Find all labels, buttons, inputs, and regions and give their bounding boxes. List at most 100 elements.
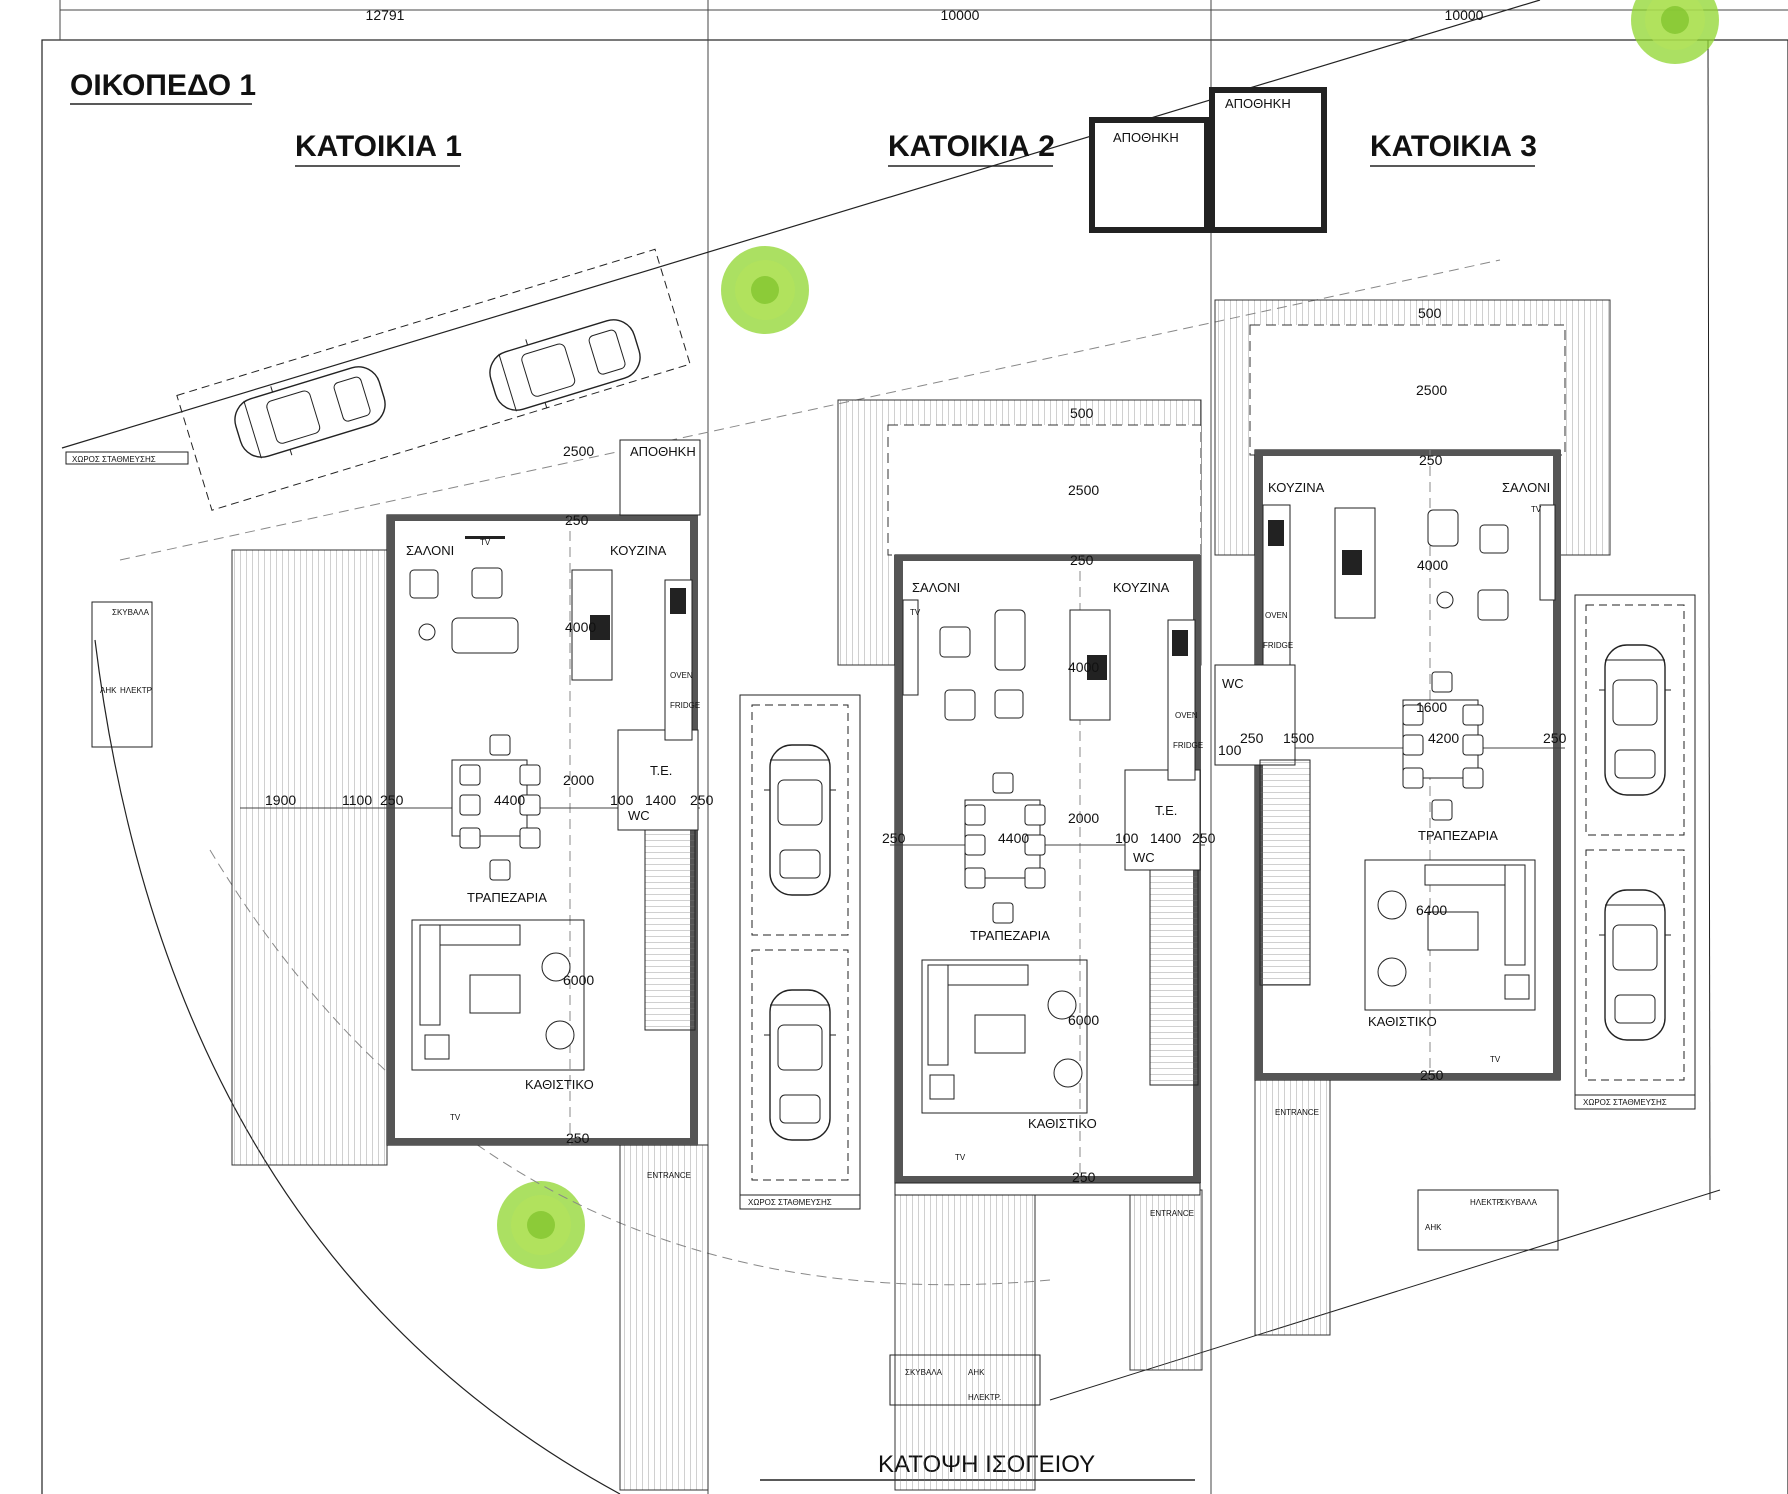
- dim-label: 1600: [1416, 699, 1447, 715]
- storage-label: ΑΠΟΘΗΚΗ: [1113, 130, 1179, 145]
- dim-label: 250: [1070, 552, 1094, 568]
- room-label: FRIDGE: [670, 701, 700, 710]
- utility-label: ΗΛΕΚΤΡ.: [968, 1393, 1001, 1402]
- dim-label: 2500: [563, 443, 594, 459]
- storage-label: ΑΠΟΘΗΚΗ: [1225, 96, 1291, 111]
- room-label: WC: [1133, 850, 1155, 865]
- tv-label: TV: [1490, 1055, 1501, 1064]
- dim-label: 250: [1419, 452, 1443, 468]
- dim-label: 6000: [1068, 1012, 1099, 1028]
- room-label: ΚΑΘΙΣΤΙΚΟ: [1368, 1014, 1437, 1029]
- room-label: ΤΡΑΠΕΖΑΡΙΑ: [467, 890, 547, 905]
- dim-label: 1400: [1150, 830, 1181, 846]
- dim-top-2: 10000: [941, 7, 980, 23]
- utility-label: ΣΚΥΒΑΛΑ: [1500, 1198, 1538, 1207]
- house-2-title: ΚΑΤΟΙΚΙΑ 2: [888, 130, 1055, 163]
- utility-label: ΑΗΚ: [100, 686, 117, 695]
- dim-label: 4400: [998, 830, 1029, 846]
- dim-label: 2500: [1416, 382, 1447, 398]
- dim-label: 4200: [1428, 730, 1459, 746]
- car-icon: [763, 744, 837, 896]
- room-label: WC: [1222, 676, 1244, 691]
- tree-icon: [497, 1181, 585, 1269]
- utility-label: ΣΚΥΒΑΛΑ: [905, 1368, 943, 1377]
- house-3-title: ΚΑΤΟΙΚΙΑ 3: [1370, 130, 1537, 163]
- room-label: ΚΟΥΖΙΝΑ: [1113, 580, 1170, 595]
- room-label: ENTRANCE: [647, 1171, 691, 1180]
- dim-label: 4400: [494, 792, 525, 808]
- dim-top-1: 12791: [366, 7, 405, 23]
- room-label: ENTRANCE: [1275, 1108, 1319, 1117]
- dim-label: 250: [565, 512, 589, 528]
- car-icon: [1598, 889, 1672, 1041]
- dim-label: 100: [1115, 830, 1139, 846]
- dim-label: 100: [1218, 742, 1242, 758]
- utility-label: ΗΛΕΚΤΡ.: [120, 686, 153, 695]
- parking-label: ΧΩΡΟΣ ΣΤΑΘΜΕΥΣΗΣ: [1583, 1098, 1667, 1107]
- dim-label: 250: [882, 830, 906, 846]
- room-label: OVEN: [1265, 611, 1288, 620]
- room-label: ΚΟΥΖΙΝΑ: [1268, 480, 1325, 495]
- dim-label: 250: [690, 792, 714, 808]
- parking-label: ΧΩΡΟΣ ΣΤΑΘΜΕΥΣΗΣ: [748, 1198, 832, 1207]
- room-label: OVEN: [670, 671, 693, 680]
- tv-label: TV: [480, 538, 491, 547]
- dim-label: 1500: [1283, 730, 1314, 746]
- room-label: ΣΑΛΟΝΙ: [406, 543, 454, 558]
- parking-label: ΧΩΡΟΣ ΣΤΑΘΜΕΥΣΗΣ: [72, 455, 156, 464]
- dim-label: 2500: [1068, 482, 1099, 498]
- room-label: ΤΡΑΠΕΖΑΡΙΑ: [970, 928, 1050, 943]
- dim-label: 4000: [1417, 557, 1448, 573]
- dim-label: 6000: [563, 972, 594, 988]
- room-label: ΑΠΟΘΗΚΗ: [630, 444, 696, 459]
- utility-label: ΑΗΚ: [968, 1368, 985, 1377]
- dim-label: 1900: [265, 792, 296, 808]
- dim-label: 250: [1240, 730, 1264, 746]
- room-label: ENTRANCE: [1150, 1209, 1194, 1218]
- dim-top-3: 10000: [1445, 7, 1484, 23]
- utility-label: ΗΛΕΚΤΡ.: [1470, 1198, 1503, 1207]
- room-label: WC: [628, 808, 650, 823]
- dim-label: 4000: [1068, 659, 1099, 675]
- dim-label: 250: [1192, 830, 1216, 846]
- dim-label: 250: [1543, 730, 1567, 746]
- dim-label: 250: [1072, 1169, 1096, 1185]
- dim-label: 1100: [342, 792, 372, 808]
- room-label: ΣΑΛΟΝΙ: [1502, 480, 1550, 495]
- room-label: ΤΡΑΠΕΖΑΡΙΑ: [1418, 828, 1498, 843]
- room-label: T.E.: [650, 763, 672, 778]
- room-label: ΚΑΘΙΣΤΙΚΟ: [525, 1077, 594, 1092]
- house-1-title: ΚΑΤΟΙΚΙΑ 1: [295, 130, 462, 163]
- utility-label: ΣΚΥΒΑΛΑ: [112, 608, 150, 617]
- dim-label: 250: [566, 1130, 590, 1146]
- tv-label: TV: [955, 1153, 966, 1162]
- room-label: OVEN: [1175, 711, 1198, 720]
- dim-label: 250: [1420, 1067, 1444, 1083]
- dim-label: 500: [1418, 305, 1442, 321]
- plot-title: ΟΙΚΟΠΕΔΟ 1: [70, 69, 256, 102]
- dim-label: 2000: [563, 772, 594, 788]
- dim-label: 2000: [1068, 810, 1099, 826]
- dim-label: 6400: [1416, 902, 1447, 918]
- utility-label: ΑΗΚ: [1425, 1223, 1442, 1232]
- car-icon: [482, 307, 648, 423]
- car-icon: [1598, 644, 1672, 796]
- tree-icon: [721, 246, 809, 334]
- room-label: ΚΟΥΖΙΝΑ: [610, 543, 667, 558]
- dim-label: 500: [1070, 405, 1094, 421]
- tv-label: TV: [910, 608, 921, 617]
- room-label: FRIDGE: [1263, 641, 1293, 650]
- tv-label: TV: [450, 1113, 461, 1122]
- room-label: ΣΑΛΟΝΙ: [912, 580, 960, 595]
- room-label: T.E.: [1155, 803, 1177, 818]
- tree-icon: [1631, 0, 1719, 64]
- car-icon: [763, 989, 837, 1141]
- dim-label: 250: [380, 792, 404, 808]
- dim-label: 100: [610, 792, 634, 808]
- dim-label: 1400: [645, 792, 676, 808]
- tv-label: TV: [1531, 505, 1542, 514]
- room-label: FRIDGE: [1173, 741, 1203, 750]
- room-label: ΚΑΘΙΣΤΙΚΟ: [1028, 1116, 1097, 1131]
- dim-label: 4000: [565, 619, 596, 635]
